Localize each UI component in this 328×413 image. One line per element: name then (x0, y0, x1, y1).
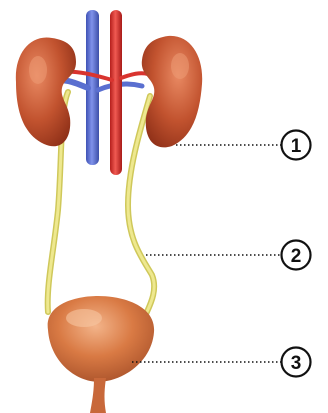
callout-label-3: 3 (291, 353, 302, 374)
callout-label-2: 2 (291, 246, 302, 267)
right-kidney (142, 36, 202, 148)
callout-1: 1 (176, 131, 311, 160)
callout-2: 2 (146, 241, 311, 270)
callout-3: 3 (132, 348, 311, 377)
bladder (48, 296, 154, 413)
vena-cava (58, 10, 142, 165)
callout-label-1: 1 (291, 136, 302, 157)
